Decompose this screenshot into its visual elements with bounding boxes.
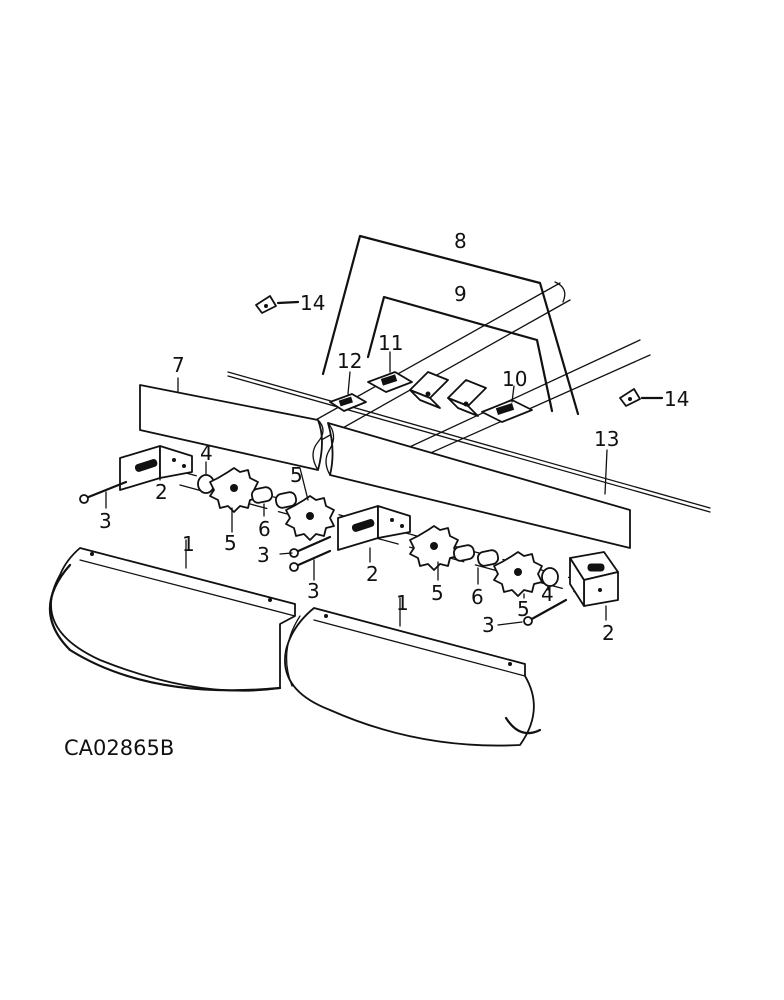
callout-1-left: 1	[182, 532, 195, 556]
callout-4-left: 4	[200, 441, 213, 465]
callout-3-right: 3	[482, 613, 495, 637]
clip-14-upper	[255, 295, 300, 314]
callout-14-right: 14	[664, 387, 689, 411]
callout-8: 8	[454, 229, 467, 253]
sprocket-5-a	[209, 467, 259, 513]
callout-1-right: 1	[396, 591, 409, 615]
callout-5-d: 5	[517, 597, 530, 621]
callout-2-middle: 2	[366, 562, 379, 586]
sprocket-5-d	[493, 551, 543, 597]
callout-4-right: 4	[541, 582, 554, 606]
bolt-3-right	[523, 598, 568, 626]
rod-13	[227, 371, 711, 513]
callout-3-middle-b: 3	[307, 579, 320, 603]
callout-12: 12	[337, 349, 362, 373]
spacer-6-b	[452, 544, 500, 567]
callout-3-middle-a: 3	[257, 543, 270, 567]
callout-11: 11	[378, 331, 403, 355]
drawing-code: CA02865B	[64, 736, 174, 760]
sprocket-5-b	[285, 495, 335, 541]
angle-brackets	[409, 371, 487, 417]
callout-5-c: 5	[431, 581, 444, 605]
callout-6-b: 6	[471, 585, 484, 609]
sprocket-5-c	[409, 525, 459, 571]
callout-13: 13	[594, 427, 619, 451]
bolt-3-left	[79, 480, 128, 504]
plate-10	[481, 399, 533, 423]
callout-5-b: 5	[290, 463, 303, 487]
callout-5-a: 5	[224, 531, 237, 555]
callout-7: 7	[172, 353, 185, 377]
plate-12	[329, 393, 367, 412]
callout-9: 9	[454, 282, 467, 306]
cover-1-right	[284, 607, 542, 747]
callout-8-leader	[321, 234, 580, 416]
leader-lines	[105, 351, 608, 627]
callout-14-upper: 14	[300, 291, 325, 315]
bracket-2-left	[119, 445, 193, 491]
callout-2-right: 2	[602, 621, 615, 645]
callout-10: 10	[502, 367, 527, 391]
spacer-6-a	[250, 486, 298, 509]
bolt-3-middle-b	[289, 549, 332, 572]
cover-1-left	[49, 547, 296, 692]
callout-2-left: 2	[155, 480, 168, 504]
bracket-2-right	[569, 551, 619, 607]
callout-3-left: 3	[99, 509, 112, 533]
plate-11	[367, 371, 413, 393]
callout-9-leader	[366, 295, 554, 413]
clip-14-right	[619, 388, 664, 407]
bushing-4-right	[541, 567, 559, 587]
callout-6-a: 6	[258, 517, 271, 541]
bracket-2-middle	[337, 505, 411, 551]
panel-7	[139, 384, 631, 549]
